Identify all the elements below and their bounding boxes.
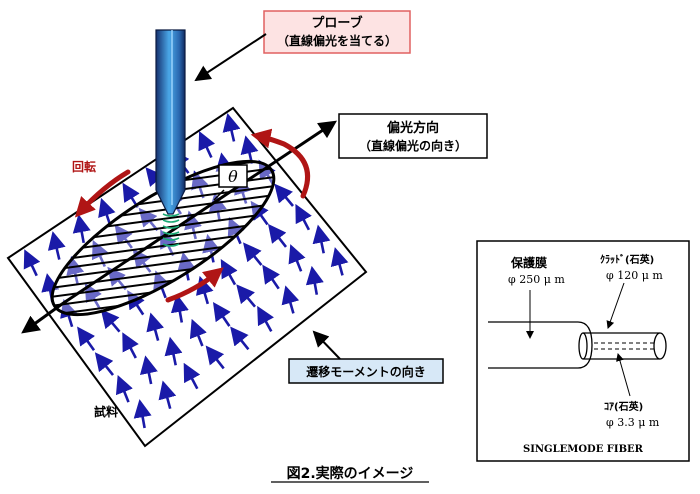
probe-label-pointer xyxy=(194,33,267,82)
transition-moment-arrow xyxy=(198,130,216,159)
fiber-core-dia: φ 3.3 μ m xyxy=(606,416,660,429)
transition-moment-arrow xyxy=(146,312,164,341)
transition-moment-arrow xyxy=(77,326,96,352)
transition-moment-arrow xyxy=(158,380,177,410)
transition-moment-arrow xyxy=(295,203,312,231)
transition-moment-arrow xyxy=(107,266,127,291)
polarization-axis xyxy=(21,302,63,334)
transition-moment-label: 遷移モーメントの向き xyxy=(288,358,444,384)
polarization-label-subtitle: （直線偏光の向き） xyxy=(359,138,467,153)
transition-moment-arrow xyxy=(133,399,152,429)
transition-moment-arrow xyxy=(202,233,221,263)
fiber-end-face xyxy=(653,332,667,360)
near-field-wave xyxy=(162,213,180,247)
transition-moment-arrow xyxy=(243,242,263,266)
transition-moment-arrow xyxy=(170,293,189,323)
transition-moment-arrow xyxy=(164,336,183,366)
caption-text: 図2.実際のイメージ xyxy=(287,465,414,482)
transition-moment-arrow xyxy=(100,309,121,333)
fiber-cladding-dia: φ 120 μ m xyxy=(606,269,663,282)
fiber-jacket-dia: φ 250 μ m xyxy=(508,273,565,286)
transition-moment-text: 遷移モーメントの向き xyxy=(306,364,426,379)
fiber-jacket-label: 保護膜 xyxy=(510,255,547,270)
polarization-label: 偏光方向 （直線偏光の向き） xyxy=(338,113,488,159)
probe-label-title: プローブ xyxy=(311,15,362,31)
transition-moment-arrow xyxy=(330,247,349,276)
transition-moment-arrow xyxy=(250,200,269,226)
transition-moment-arrow xyxy=(72,214,91,244)
transition-moment-arrow xyxy=(139,355,158,385)
fiber-jacket-body xyxy=(488,321,593,369)
probe-label-subtitle: （直線偏光を当てる） xyxy=(277,33,397,48)
transition-moment-arrow xyxy=(281,285,300,314)
transition-moment-arrow xyxy=(114,224,133,249)
transition-moment-arrow xyxy=(240,135,259,165)
figure-caption: 図2.実際のイメージ xyxy=(271,465,429,483)
rotation-label: 回転 xyxy=(72,159,96,174)
transition-moment-arrow xyxy=(205,345,225,370)
fiber-cladding-label: ｸﾗｯﾄﾞ(石英) xyxy=(600,253,654,266)
transition-moment-arrow xyxy=(220,259,238,286)
transition-moment-arrow xyxy=(122,332,139,359)
probe xyxy=(155,29,186,215)
transition-moment-arrow xyxy=(212,302,231,327)
transition-moment-arrow xyxy=(23,249,41,277)
transition-moment-arrow xyxy=(236,284,256,308)
theta-box: θ xyxy=(218,164,248,188)
fiber-title: SINGLEMODE FIBER xyxy=(523,444,644,455)
transition-moment-arrow xyxy=(47,231,66,260)
transition-moment-pointer xyxy=(312,330,341,360)
transition-moment-arrow xyxy=(98,197,116,226)
transition-moment-arrow xyxy=(183,362,201,390)
transition-moment-arrow xyxy=(274,183,294,207)
fiber-core-label: ｺｱ(石英) xyxy=(604,400,643,413)
probe-label: プローブ （直線偏光を当てる） xyxy=(263,10,411,54)
transition-moment-arrow xyxy=(312,224,331,254)
rotation-arrows xyxy=(74,128,311,303)
transition-moment-arrow xyxy=(288,244,306,272)
transition-moment-arrow xyxy=(257,305,274,333)
polarization-label-title: 偏光方向 xyxy=(387,120,439,136)
polarization-axis-upper xyxy=(61,120,337,306)
transition-moment-arrow xyxy=(189,318,207,347)
transition-moment-arrow xyxy=(66,256,85,285)
fiber-cladding-pointer xyxy=(606,282,625,329)
transition-moment-arrow xyxy=(230,326,250,351)
transition-moment-arrow xyxy=(132,248,152,273)
transition-moment-arrow xyxy=(115,374,133,403)
transition-moment-arrow xyxy=(227,216,245,245)
fiber-inset: 保護膜 φ 250 μ m ｸﾗｯﾄﾞ(石英) φ 120 μ m ｺｱ(石英)… xyxy=(476,240,690,462)
transition-moment-arrow xyxy=(127,290,145,316)
sample-label: 試料 xyxy=(94,404,118,419)
fiber-core-pointer xyxy=(616,353,631,397)
transition-moment-arrow xyxy=(94,352,115,376)
transition-moment-arrow xyxy=(222,113,241,142)
transition-moment-arrow xyxy=(258,159,276,186)
transition-moment-arrow xyxy=(262,264,281,290)
transition-moment-arrow xyxy=(267,223,288,248)
transition-moment-arrow xyxy=(305,265,324,295)
theta-symbol: θ xyxy=(228,167,238,186)
theta-arc xyxy=(213,189,225,201)
